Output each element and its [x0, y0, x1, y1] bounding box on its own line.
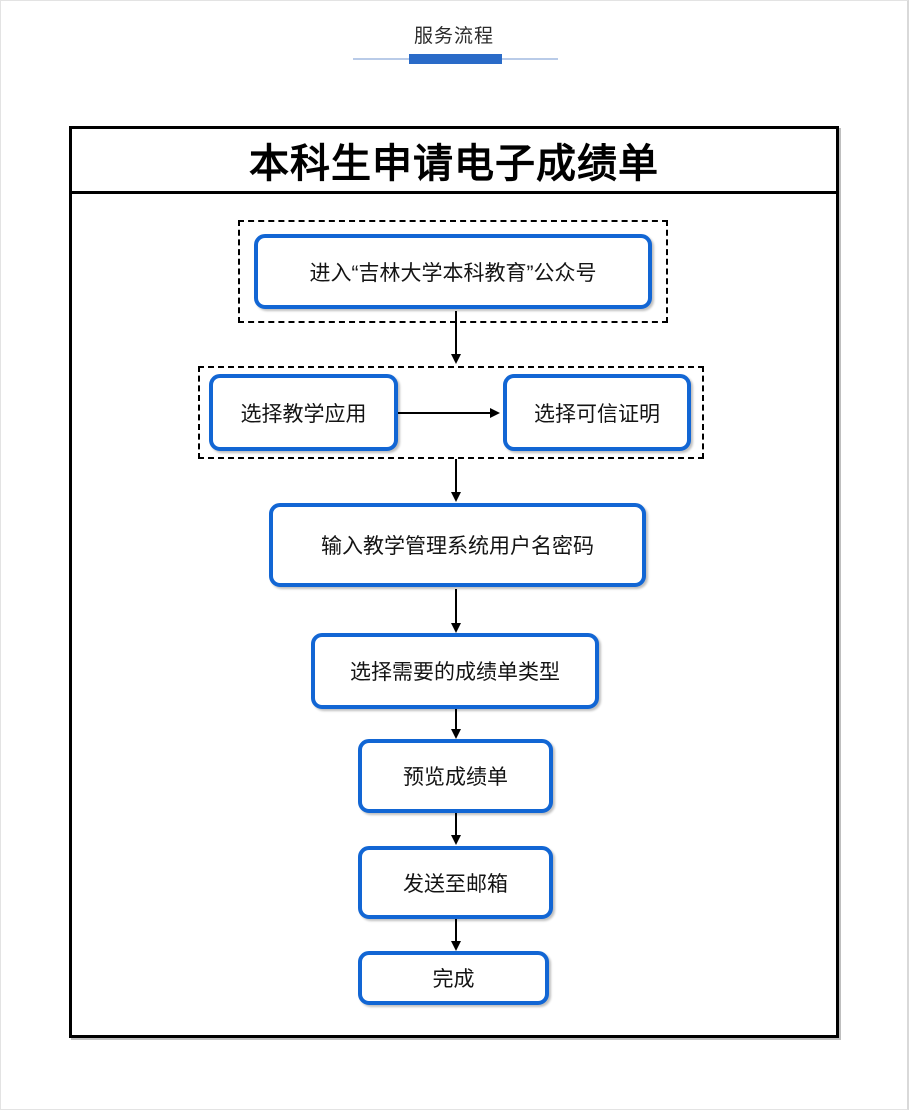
- flow-node-select-trusted-certificate: 选择可信证明: [503, 374, 691, 451]
- title-underline: [353, 54, 558, 64]
- step-group-1: 进入“吉林大学本科教育”公众号: [238, 220, 668, 323]
- flow-node-complete: 完成: [358, 951, 549, 1005]
- flow-node-preview-transcript: 预览成绩单: [358, 739, 553, 813]
- arrow-right-1: [398, 408, 500, 418]
- flow-node-select-teaching-app: 选择教学应用: [209, 374, 398, 451]
- arrow-down-6: [451, 919, 461, 951]
- step-group-2: 选择教学应用 选择可信证明: [198, 366, 704, 459]
- arrow-down-5: [451, 813, 461, 845]
- underline-accent-bar: [409, 54, 502, 64]
- arrow-down-1: [451, 311, 461, 364]
- arrow-down-4: [451, 709, 461, 739]
- flow-node-enter-credentials: 输入教学管理系统用户名密码: [269, 503, 646, 587]
- page-title: 服务流程: [413, 26, 494, 47]
- arrow-down-3: [451, 589, 461, 633]
- flow-node-send-to-email: 发送至邮箱: [358, 846, 553, 919]
- flowchart-frame: 本科生申请电子成绩单 进入“吉林大学本科教育”公众号 选择教学应用 选择可信证明…: [69, 126, 839, 1038]
- flowchart-title: 本科生申请电子成绩单: [72, 129, 836, 194]
- flow-node-select-transcript-type: 选择需要的成绩单类型: [311, 633, 599, 709]
- flowchart-body: 进入“吉林大学本科教育”公众号 选择教学应用 选择可信证明 输入教学管理系统用户…: [72, 129, 836, 1035]
- arrow-down-2: [451, 459, 461, 502]
- flow-node-enter-official-account: 进入“吉林大学本科教育”公众号: [254, 234, 652, 309]
